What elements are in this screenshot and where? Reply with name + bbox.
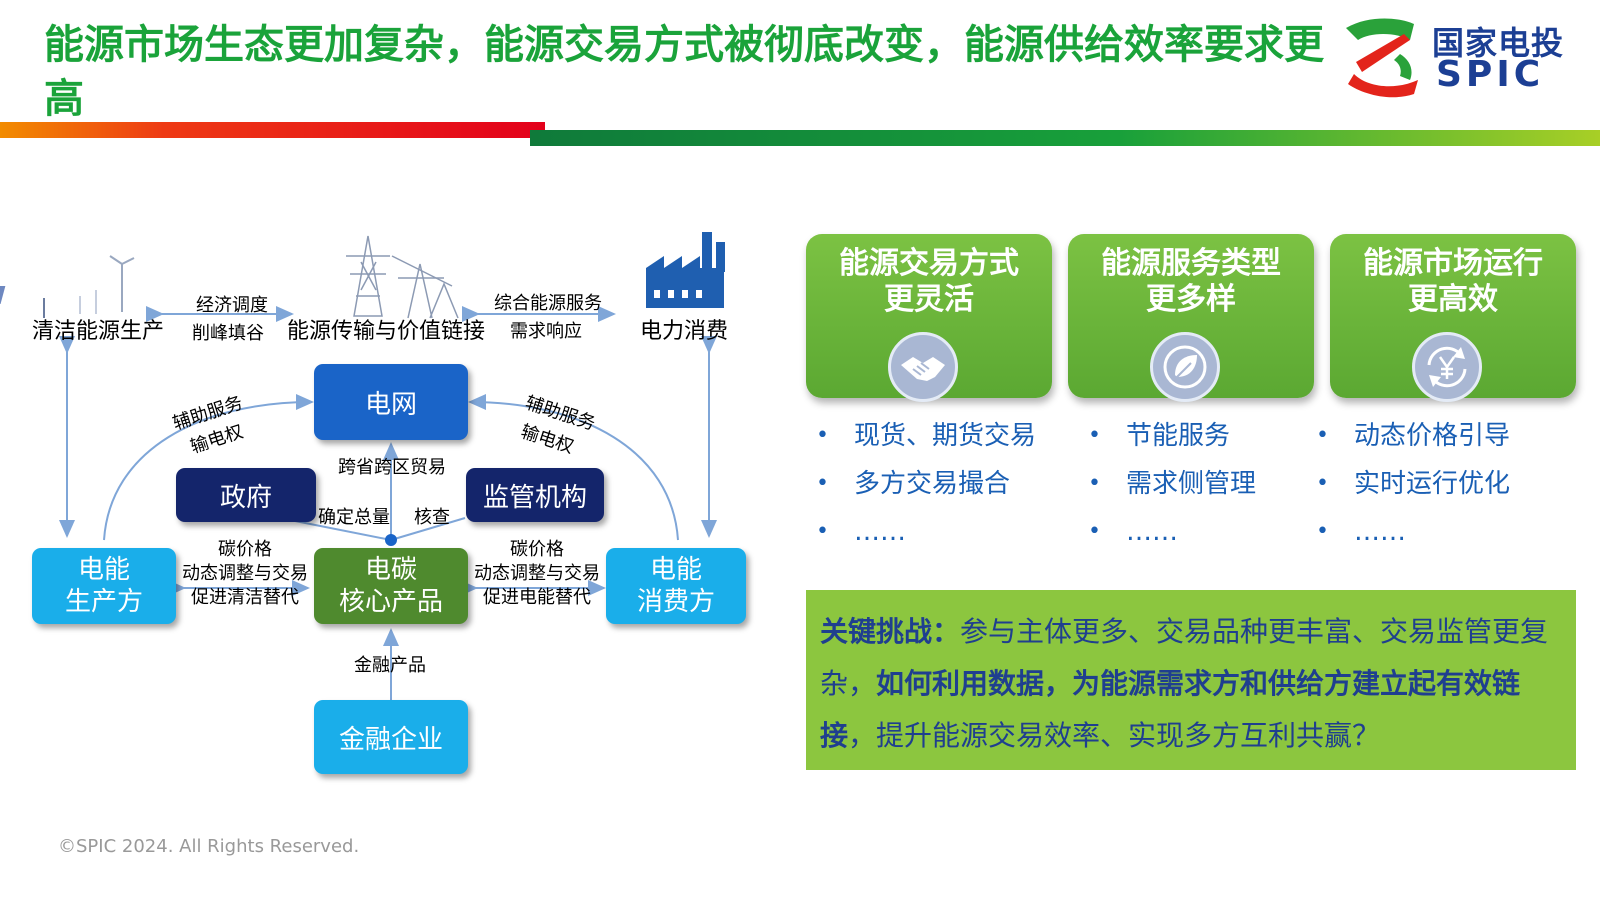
header-band-green bbox=[530, 130, 1600, 146]
arc-consumer-to-grid bbox=[468, 394, 679, 541]
producer-node: 电能 生产方 bbox=[32, 548, 176, 624]
label-cross-region-trade: 跨省跨区贸易 bbox=[338, 457, 446, 478]
core-product-node: 电碳 核心产品 bbox=[314, 548, 468, 624]
solar-wind-icon bbox=[0, 255, 135, 318]
list-item: 现货、期货交易 bbox=[816, 418, 1036, 466]
card-bullets-market: 动态价格引导 实时运行优化 …… bbox=[1316, 418, 1510, 562]
copyright-footer: ©SPIC 2024. All Rights Reserved. bbox=[58, 836, 360, 857]
label-left-carbon-2: 动态调整与交易 bbox=[182, 563, 308, 584]
arc-producer-to-grid bbox=[103, 394, 314, 541]
card-service-diverse: 能源服务类型 更多样 bbox=[1068, 234, 1314, 402]
page-title: 能源市场生态更加复杂，能源交易方式被彻底改变，能源供给效率要求更高 bbox=[44, 22, 1324, 122]
consumer-node: 电能 消费方 bbox=[606, 548, 746, 624]
card-title-line-1: 能源市场运行 bbox=[1363, 246, 1543, 281]
logo-english-text: SPIC bbox=[1436, 54, 1545, 95]
core-node-line-2: 核心产品 bbox=[338, 587, 443, 617]
label-left-carbon-3: 促进清洁替代 bbox=[191, 587, 299, 608]
list-item: …… bbox=[1316, 514, 1510, 562]
card-title: 能源服务类型 更多样 bbox=[1068, 246, 1314, 318]
card-bullets-service: 节能服务 需求侧管理 …… bbox=[1088, 418, 1256, 562]
label-demand-response: 需求响应 bbox=[510, 321, 582, 342]
card-trading-flexible: 能源交易方式 更灵活 bbox=[806, 234, 1052, 402]
label-right-carbon-2: 动态调整与交易 bbox=[474, 563, 600, 584]
energy-transmission-label: 能源传输与价值链接 bbox=[287, 319, 486, 344]
label-peak-shaving: 削峰填谷 bbox=[192, 323, 264, 344]
card-title: 能源市场运行 更高效 bbox=[1330, 246, 1576, 318]
consumer-node-line-1: 电能 bbox=[649, 555, 702, 585]
list-item: 需求侧管理 bbox=[1088, 466, 1256, 514]
leaf-icon bbox=[1150, 332, 1220, 402]
key-challenge-box: 关键挑战：参与主体更多、交易品种更丰富、交易监管更复杂，如何利用数据，为能源需求… bbox=[806, 590, 1576, 770]
list-item: 多方交易撮合 bbox=[816, 466, 1036, 514]
card-title-line-2: 更高效 bbox=[1408, 282, 1498, 317]
label-integrated-energy-service: 综合能源服务 bbox=[494, 293, 602, 314]
card-title: 能源交易方式 更灵活 bbox=[806, 246, 1052, 318]
list-item: …… bbox=[1088, 514, 1256, 562]
clean-energy-production-label: 清洁能源生产 bbox=[32, 319, 165, 344]
challenge-text-2: ，提升能源交易效率、实现多方互利共赢？ bbox=[848, 719, 1381, 752]
consumer-node-line-2: 消费方 bbox=[636, 587, 715, 617]
label-right-carbon: 碳价格 动态调整与交易 促进电能替代 bbox=[472, 538, 602, 610]
header-band-red bbox=[0, 122, 545, 138]
handshake-icon bbox=[888, 332, 958, 402]
card-title-line-1: 能源交易方式 bbox=[839, 246, 1019, 281]
label-left-carbon-1: 碳价格 bbox=[218, 539, 272, 560]
list-item: 实时运行优化 bbox=[1316, 466, 1510, 514]
government-node: 政府 bbox=[176, 468, 316, 522]
core-junction-dot bbox=[385, 534, 397, 546]
challenge-text-1: 参与主体更多、交易品种更丰富、交易监管更复杂， bbox=[820, 615, 1549, 700]
label-left-carbon: 碳价格 动态调整与交易 促进清洁替代 bbox=[180, 538, 310, 610]
card-title-line-2: 更灵活 bbox=[884, 282, 974, 317]
label-right-carbon-3: 促进电能替代 bbox=[483, 587, 591, 608]
spic-logo: 国家电投 SPIC bbox=[1340, 14, 1570, 98]
card-title-line-2: 更多样 bbox=[1146, 282, 1236, 317]
core-node-line-1: 电碳 bbox=[364, 555, 417, 585]
factory-icon bbox=[646, 232, 725, 308]
label-right-carbon-1: 碳价格 bbox=[510, 539, 564, 560]
list-item: 节能服务 bbox=[1088, 418, 1256, 466]
producer-node-line-1: 电能 bbox=[77, 555, 130, 585]
power-tower-icon bbox=[346, 235, 459, 319]
card-market-efficient: 能源市场运行 更高效 bbox=[1330, 234, 1576, 402]
challenge-label: 关键挑战： bbox=[820, 615, 961, 648]
spic-logo-mark-icon bbox=[1346, 18, 1418, 98]
label-inspection: 核查 bbox=[414, 507, 450, 528]
logo-chinese-text: 国家电投 bbox=[1432, 24, 1565, 62]
ecosystem-diagram-connectors bbox=[0, 232, 725, 700]
label-economic-dispatch: 经济调度 bbox=[196, 295, 268, 316]
power-consumption-label: 电力消费 bbox=[640, 319, 729, 344]
list-item: …… bbox=[816, 514, 1036, 562]
list-item: 动态价格引导 bbox=[1316, 418, 1510, 466]
card-bullets-trading: 现货、期货交易 多方交易撮合 …… bbox=[816, 418, 1036, 562]
label-financial-products: 金融产品 bbox=[354, 655, 426, 676]
challenge-bold-text: 如何利用数据，为能源需求方和供给方建立起有效链接 bbox=[820, 667, 1521, 752]
line-core-to-regulator bbox=[390, 517, 466, 541]
regulator-node: 监管机构 bbox=[466, 468, 604, 522]
producer-node-line-2: 生产方 bbox=[64, 587, 143, 617]
finance-enterprise-node: 金融企业 bbox=[314, 700, 468, 774]
card-title-line-1: 能源服务类型 bbox=[1101, 246, 1281, 281]
grid-node: 电网 bbox=[314, 364, 468, 440]
yen-cycle-icon bbox=[1412, 332, 1482, 402]
label-total-amount: 确定总量 bbox=[318, 507, 390, 528]
